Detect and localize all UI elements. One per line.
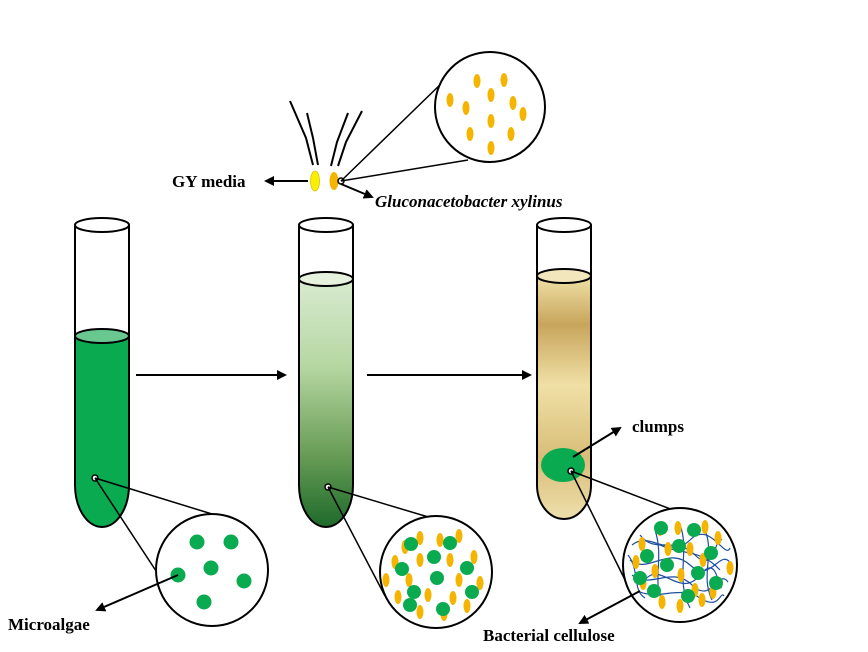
bacterium-label: Gluconacetobacter xylinus xyxy=(375,192,563,211)
gy-media-drop xyxy=(310,170,320,192)
clumps-arrow xyxy=(572,426,622,458)
magnifier-circle-icon xyxy=(434,51,546,163)
magnifier-connector xyxy=(94,477,163,581)
bacterium-arrow xyxy=(340,183,374,199)
bacteria-cells xyxy=(382,529,484,621)
microalgae-cells xyxy=(395,536,479,616)
microalgae-cells xyxy=(170,534,252,610)
gy-media-label: GY media xyxy=(172,172,246,191)
magnifier-connector xyxy=(94,477,226,519)
pipette-icon xyxy=(330,110,363,167)
test-tube-coculture xyxy=(298,217,354,528)
bacteria-drop xyxy=(329,172,339,190)
magnifier-connector xyxy=(340,79,446,182)
magnifier-connector xyxy=(327,486,386,597)
bacterial-cellulose-label: Bacterial cellulose xyxy=(483,626,615,645)
bacteria-cells xyxy=(446,73,527,155)
cellulose-arrow xyxy=(578,590,641,624)
microalgae-arrow xyxy=(95,574,179,612)
magnifier-connector xyxy=(340,159,469,182)
pipette-icon xyxy=(289,100,319,166)
microalgae-cells xyxy=(633,521,723,603)
magnifier-connector xyxy=(570,470,633,595)
clumps-label: clumps xyxy=(632,417,684,436)
microalgae-label: Microalgae xyxy=(8,615,90,634)
test-tube-microalgae xyxy=(74,217,130,528)
